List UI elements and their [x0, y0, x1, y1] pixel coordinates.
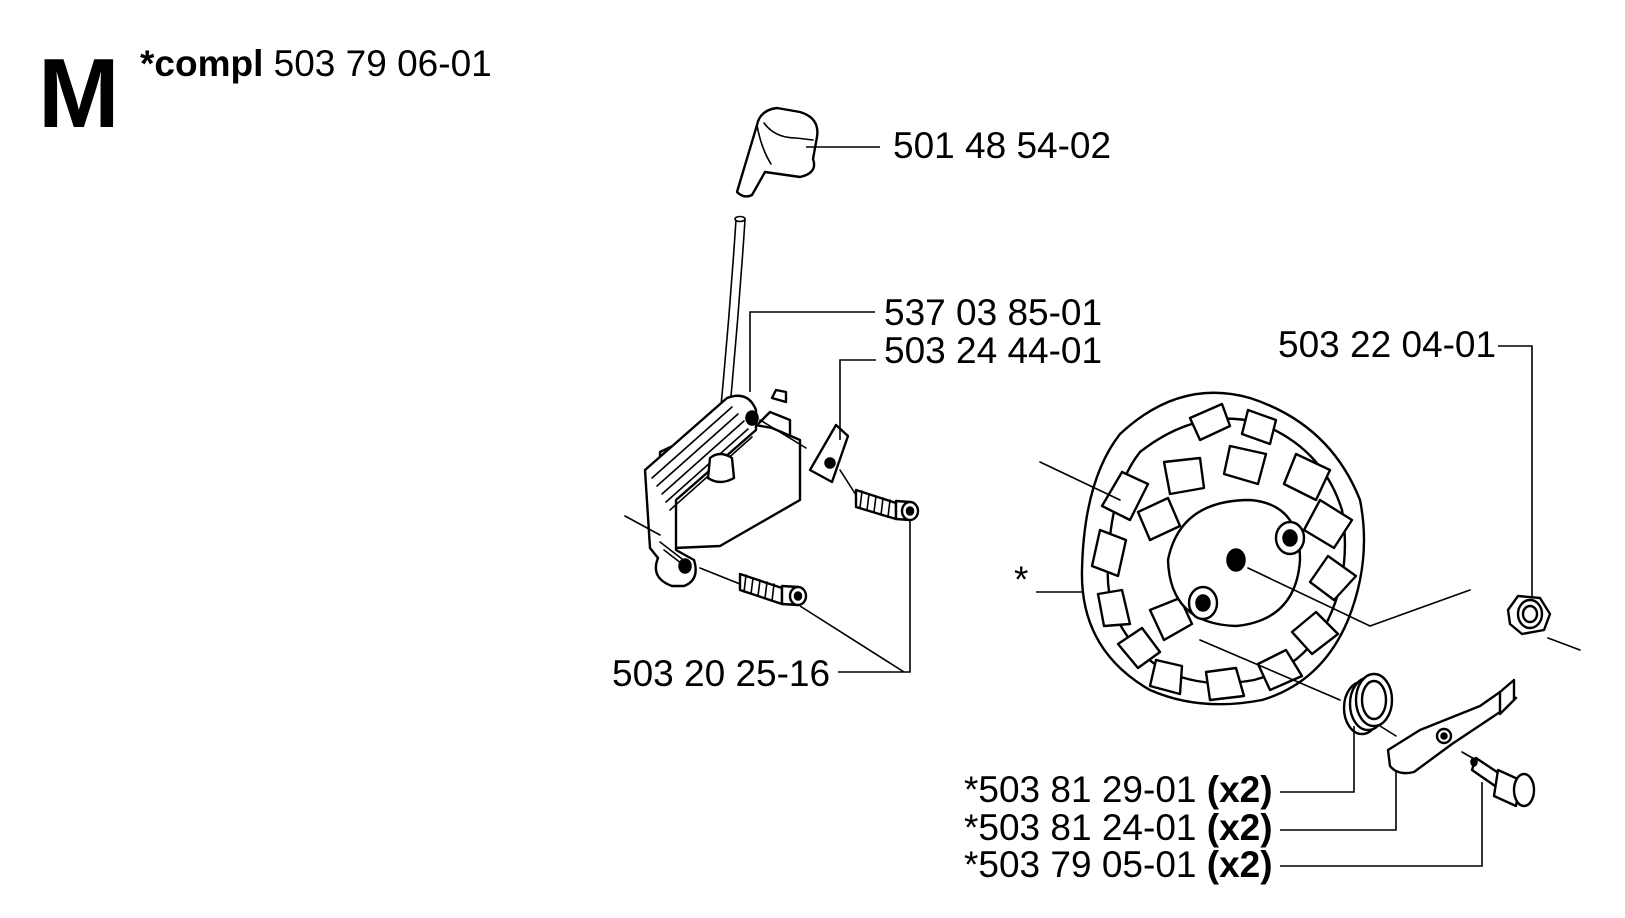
assembly-code: 503 79 06-01: [274, 43, 492, 84]
flywheel-drawing: [1080, 391, 1366, 706]
label-terminal-plate: 503 24 44-01: [884, 330, 1102, 371]
label-flywheel-star: *: [1014, 559, 1028, 600]
pawl-pin-drawing: [1461, 751, 1536, 808]
coil-screw-upper-drawing: [854, 488, 920, 522]
leader-plate: [839, 359, 876, 440]
label-coil-screws: 503 20 25-16: [612, 653, 830, 694]
leader-pawl: [1280, 772, 1397, 831]
label-pawl-pin: *503 79 05-01 (x2): [964, 844, 1273, 885]
pawl-spring-drawing: [1342, 672, 1397, 737]
label-pawl-spring: *503 81 29-01 (x2): [964, 769, 1273, 810]
pawl-drawing: [1386, 678, 1518, 775]
label-ignition-coil: 537 03 85-01: [884, 292, 1102, 333]
label-spark-plug-cap: 501 48 54-02: [893, 125, 1111, 166]
leader-coil: [749, 311, 875, 392]
assembly-prefix: *compl: [140, 43, 263, 84]
leader-pin: [1280, 782, 1483, 867]
assembly-number: *compl 503 79 06-01: [140, 43, 492, 84]
label-pawl: *503 81 24-01 (x2): [964, 807, 1273, 848]
leader-spring: [1280, 726, 1355, 793]
coil-screw-lower-drawing: [738, 572, 808, 607]
spark-plug-cap-drawing: [735, 106, 819, 198]
leader-screws: [799, 520, 911, 673]
label-flange-nut: 503 22 04-01: [1278, 324, 1496, 365]
section-letter: M: [38, 38, 120, 148]
terminal-plate-drawing: [808, 423, 850, 484]
ignition-coil-drawing: [643, 388, 802, 588]
flange-nut-drawing: [1506, 594, 1552, 636]
leader-nut: [1498, 345, 1533, 598]
